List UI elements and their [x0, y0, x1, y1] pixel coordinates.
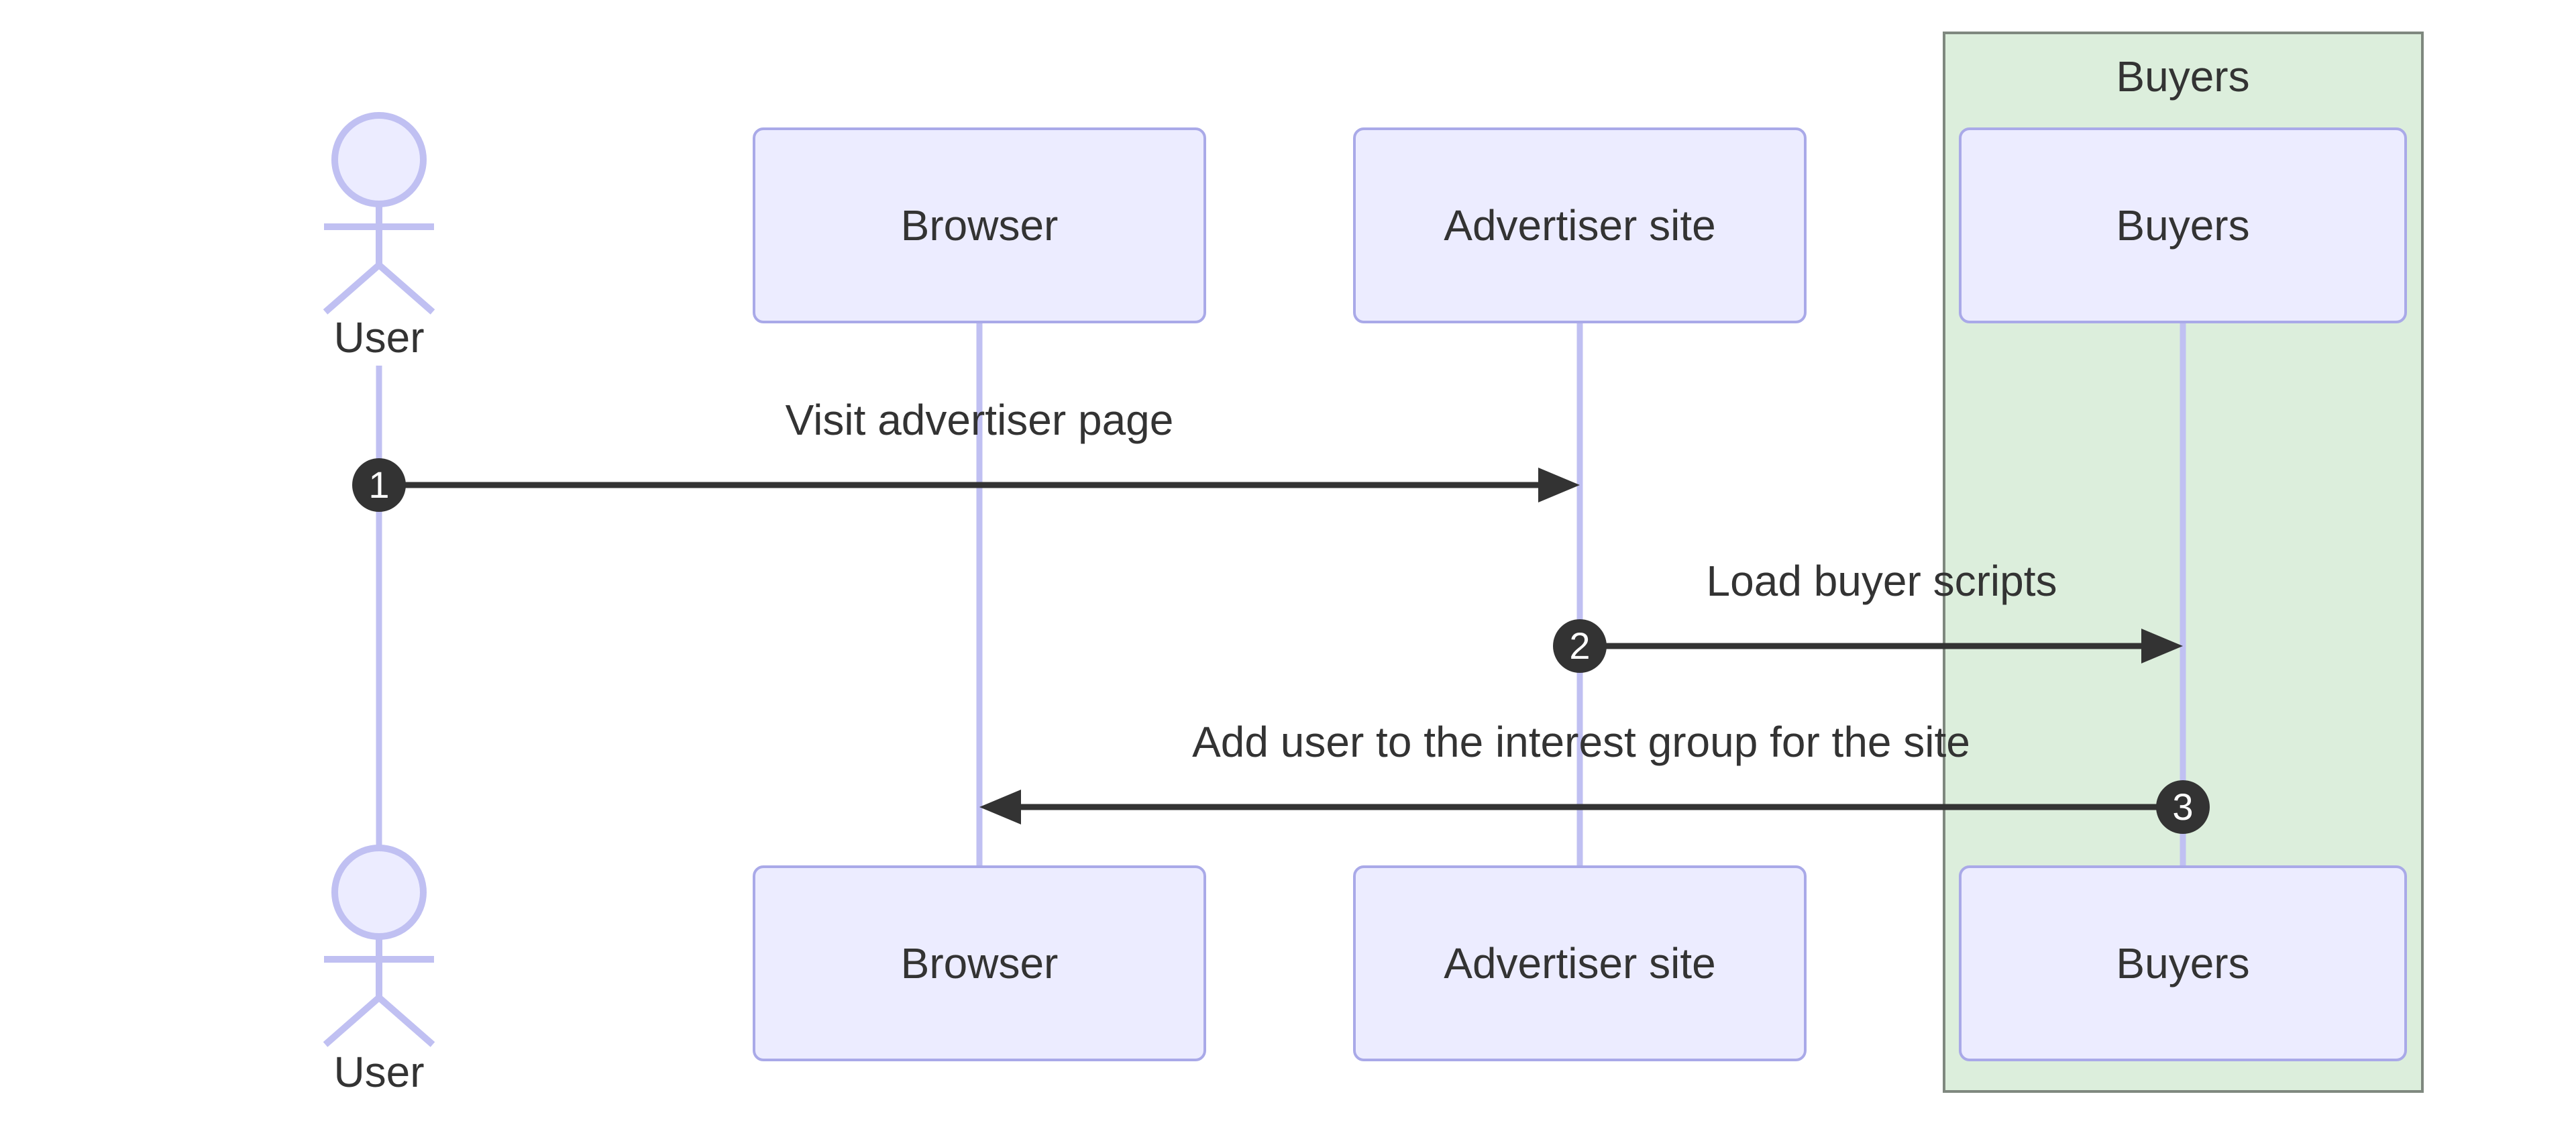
actor-head-icon — [331, 112, 427, 207]
participant-advertiser-site-bottom: Advertiser site — [1353, 865, 1807, 1061]
participant-advertiser-site-top-box — [1353, 127, 1807, 323]
participant-browser-bottom: Browser — [753, 865, 1206, 1061]
message-3-seq-badge — [2156, 780, 2210, 834]
participant-advertiser-site-bottom-label: Advertiser site — [1444, 939, 1715, 987]
message-1-seq-badge — [352, 458, 406, 512]
participant-buyers-bottom: Buyers — [1959, 865, 2407, 1061]
message-3: Add user to the interest group for the s… — [979, 718, 2210, 834]
participant-advertiser-site-top: Advertiser site — [1353, 127, 1807, 323]
message-2-arrowhead-icon — [2141, 629, 2183, 663]
message-2-label: Load buyer scripts — [1707, 557, 2057, 605]
lifelines — [376, 322, 2186, 867]
message-2-seq-number: 2 — [1569, 625, 1590, 667]
message-3-label: Add user to the interest group for the s… — [1192, 718, 1970, 766]
message-2: Load buyer scripts 2 — [1553, 557, 2183, 673]
actor-user-bottom-label: User — [333, 1048, 424, 1096]
message-1-label: Visit advertiser page — [786, 396, 1174, 444]
participant-browser-top: Browser — [753, 127, 1206, 323]
participant-browser-bottom-label: Browser — [901, 939, 1059, 987]
actor-leg-right-icon — [376, 995, 435, 1047]
participant-browser-top-box — [753, 127, 1206, 323]
actor-head-icon — [331, 845, 427, 940]
participant-buyers-top-label: Buyers — [2116, 201, 2249, 250]
participant-buyers-top-box — [1959, 127, 2407, 323]
participant-browser-top-label: Browser — [901, 201, 1059, 250]
group-buyers-label: Buyers — [2116, 52, 2249, 101]
participant-browser-bottom-box — [753, 865, 1206, 1061]
actor-user-bottom: User — [323, 845, 435, 1096]
message-3-arrowhead-icon — [979, 790, 1021, 824]
actor-leg-left-icon — [323, 262, 382, 315]
participant-buyers-top: Buyers — [1959, 127, 2407, 323]
participant-buyers-bottom-label: Buyers — [2116, 939, 2249, 987]
participant-advertiser-site-bottom-box — [1353, 865, 1807, 1061]
actor-leg-left-icon — [323, 995, 382, 1047]
message-1-seq-number: 1 — [368, 464, 389, 506]
actor-leg-right-icon — [376, 262, 435, 315]
actor-user-top-label: User — [333, 313, 424, 362]
actor-user-top: User — [323, 112, 435, 362]
message-3-seq-number: 3 — [2172, 786, 2193, 828]
message-1-arrowhead-icon — [1538, 468, 1580, 502]
participant-buyers-bottom-box — [1959, 865, 2407, 1061]
message-1: Visit advertiser page 1 — [352, 396, 1580, 512]
message-2-seq-badge — [1553, 619, 1607, 673]
participant-advertiser-site-top-label: Advertiser site — [1444, 201, 1715, 250]
